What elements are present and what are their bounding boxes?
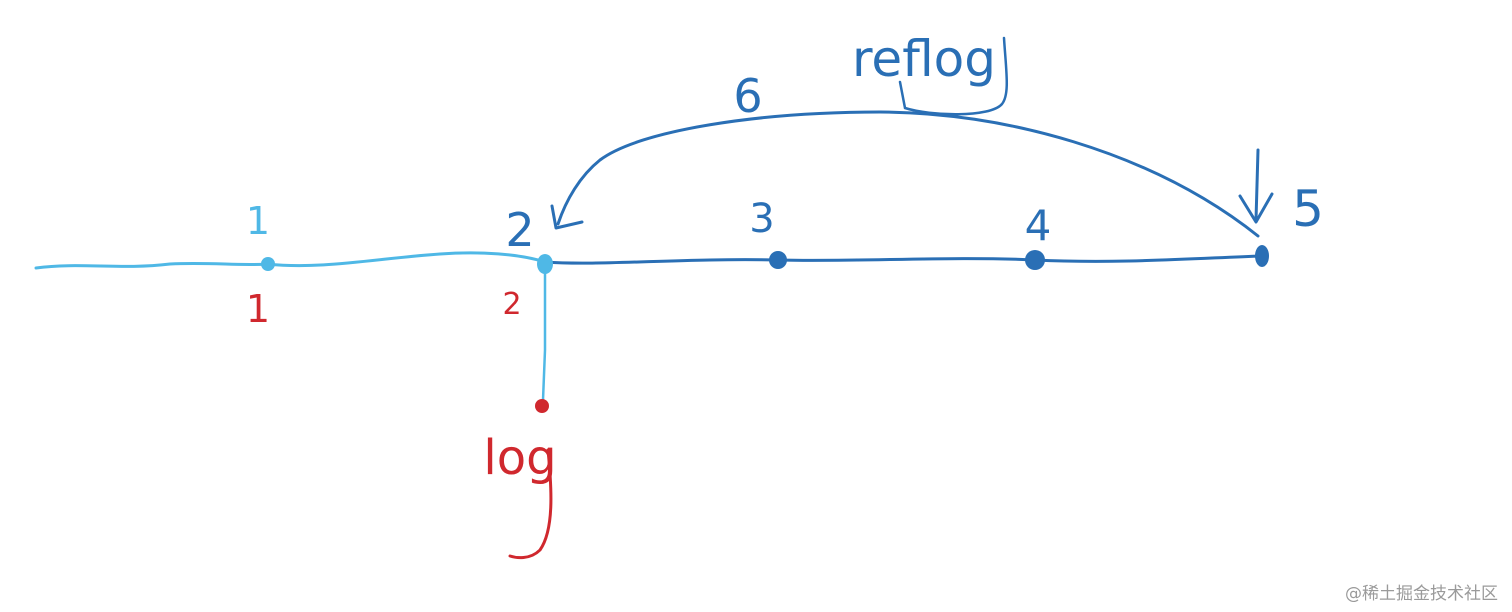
watermark-text: @稀土掘金技术社区: [1345, 584, 1498, 604]
head-down-arrowhead: [1238, 192, 1274, 224]
commit-label-bottom-1: 1: [246, 287, 270, 331]
log-point-dot: [535, 399, 549, 413]
history-line-light: [34, 251, 547, 270]
reflog-label: reflog: [852, 30, 996, 88]
reflog-label-hook: [898, 36, 1009, 116]
commit-dot-3: [769, 251, 787, 269]
commit-label-top-1: 1: [246, 199, 270, 243]
reflog-step-label: 6: [733, 69, 762, 123]
history-line-dark: [543, 254, 1264, 265]
commit-dot-1: [261, 257, 275, 271]
log-branch-line: [541, 266, 547, 402]
commit-label-top-2: 2: [505, 203, 534, 257]
commit-label-top-5: 5: [1292, 180, 1324, 238]
reflog-arc: [556, 110, 1260, 238]
commit-label-top-3: 3: [749, 196, 774, 242]
reflog-arrowhead: [550, 204, 584, 230]
log-label: log: [483, 430, 556, 486]
commit-label-bottom-2: 2: [502, 287, 521, 322]
commit-dot-5: [1255, 245, 1269, 267]
commit-dot-2: [537, 254, 553, 274]
log-label-hook: [508, 448, 553, 560]
head-down-arrow: [1254, 148, 1260, 222]
commit-label-top-4: 4: [1025, 201, 1052, 250]
commit-dot-4: [1025, 250, 1045, 270]
